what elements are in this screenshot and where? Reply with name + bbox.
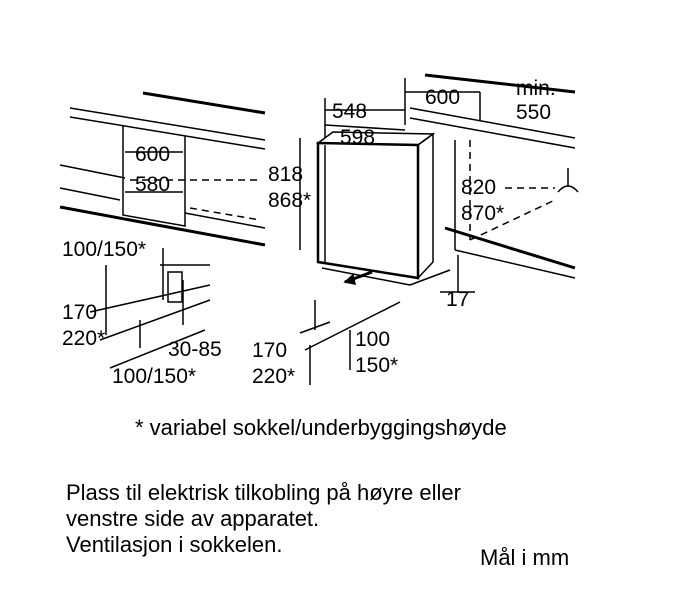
niche-width-label: 600 — [425, 86, 460, 109]
niche-height-b-label: 870* — [461, 202, 504, 225]
min-label: min. — [516, 77, 556, 100]
left-plinth-height-label: 100/150* — [62, 238, 146, 261]
width-598-label: 598 — [340, 126, 375, 149]
left-bottom-plinth-label: 100/150* — [112, 365, 196, 388]
left-width-inner-label: 580 — [135, 173, 170, 196]
left-width-top-label: 600 — [135, 143, 170, 166]
gap-label: 17 — [446, 288, 469, 311]
plinth-b-label: 150* — [355, 354, 398, 377]
base-a-label: 170 — [252, 339, 287, 362]
info-line: Plass til elektrisk tilkobling på høyre … — [66, 480, 461, 505]
right-appliance-view — [299, 73, 579, 385]
min-value-label: 550 — [516, 101, 551, 124]
depth-548-label: 548 — [332, 100, 367, 123]
info-text: Plass til elektrisk tilkobling på høyre … — [66, 480, 461, 558]
footnote: * variabel sokkel/underbyggingshøyde — [135, 415, 507, 440]
height-b-label: 868* — [268, 189, 311, 212]
left-recess-height-a-label: 170 — [62, 301, 97, 324]
left-niche-view — [59, 91, 266, 369]
plinth-a-label: 100 — [355, 328, 390, 351]
left-plinth-offset-label: 30-85 — [168, 338, 222, 361]
height-a-label: 818 — [268, 163, 303, 186]
left-recess-height-b-label: 220* — [62, 327, 105, 350]
info-line: venstre side av apparatet. — [66, 506, 320, 531]
units-label: Mål i mm — [480, 545, 570, 570]
niche-height-a-label: 820 — [461, 176, 496, 199]
installation-diagram: 600 580 100/150* 170 220* 30-85 100/150*… — [59, 73, 579, 388]
info-line: Ventilasjon i sokkelen. — [66, 532, 283, 557]
base-b-label: 220* — [252, 365, 295, 388]
